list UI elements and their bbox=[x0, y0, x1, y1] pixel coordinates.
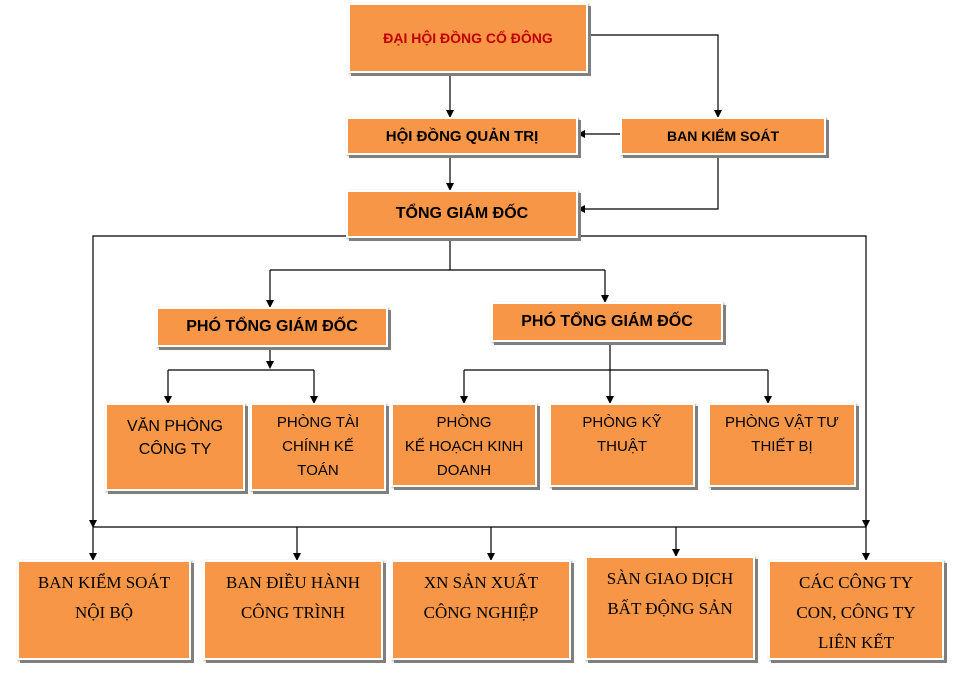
department-line: PHÒNG VẬT TƯ bbox=[725, 414, 839, 431]
unit-line: SÀN GIAO DỊCH bbox=[606, 569, 734, 588]
unit-line: NỘI BỘ bbox=[74, 603, 134, 622]
supervisory-label: BAN KIỂM SOÁT bbox=[667, 128, 779, 144]
unit-box-internal-audit: BAN KIỂM SOÁT NỘI BỘ bbox=[17, 560, 191, 660]
department-box-technical: PHÒNG KỸ THUẬT bbox=[549, 403, 695, 487]
unit-line: BAN ĐIỀU HÀNH bbox=[225, 573, 361, 592]
unit-line: BAN KIỂM SOÁT bbox=[37, 573, 171, 592]
department-box-planning: PHÒNG KẾ HOẠCH KINH DOANH bbox=[391, 403, 537, 487]
unit-line: CÔNG NGHIỆP bbox=[423, 603, 539, 622]
unit-line: CÔNG TRÌNH bbox=[240, 603, 346, 622]
ceo-box: TỔNG GIÁM ĐỐC bbox=[346, 190, 578, 238]
department-line: THUẬT bbox=[597, 438, 647, 455]
unit-box-affiliates: CÁC CÔNG TY CON, CÔNG TY LIÊN KẾT bbox=[768, 560, 944, 660]
department-line: TOÁN bbox=[297, 462, 339, 479]
department-line: KẾ HOẠCH KINH bbox=[404, 438, 524, 455]
department-box-office: VĂN PHÒNG CÔNG TY bbox=[105, 403, 245, 491]
department-line: PHÒNG bbox=[436, 414, 492, 431]
department-line: DOANH bbox=[436, 462, 492, 479]
unit-line: XN SẢN XUẤT bbox=[423, 573, 539, 592]
department-box-finance: PHÒNG TÀI CHÍNH KẾ TOÁN bbox=[250, 403, 386, 491]
board-label: HỘI ĐỒNG QUẢN TRỊ bbox=[385, 127, 539, 145]
deputy-director-label: PHÓ TỔNG GIÁM ĐỐC bbox=[186, 318, 358, 335]
supervisory-box: BAN KIỂM SOÁT bbox=[620, 117, 826, 155]
unit-box-industrial: XN SẢN XUẤT CÔNG NGHIỆP bbox=[391, 560, 571, 660]
board-box: HỘI ĐỒNG QUẢN TRỊ bbox=[346, 117, 578, 155]
department-line: PHÒNG KỸ bbox=[582, 414, 662, 431]
department-line: PHÒNG TÀI bbox=[276, 414, 360, 431]
unit-line: LIÊN KẾT bbox=[817, 633, 894, 652]
department-line: THIẾT BỊ bbox=[751, 438, 813, 455]
department-line: CHÍNH KẾ bbox=[282, 438, 354, 455]
unit-box-construction: BAN ĐIỀU HÀNH CÔNG TRÌNH bbox=[203, 560, 383, 660]
deputy-director-box: PHÓ TỔNG GIÁM ĐỐC bbox=[491, 302, 723, 342]
deputy-director-label: PHÓ TỔNG GIÁM ĐỐC bbox=[521, 313, 693, 330]
unit-line: CON, CÔNG TY bbox=[796, 603, 916, 622]
department-line: CÔNG TY bbox=[138, 441, 212, 458]
shareholders-label: ĐẠI HỘI ĐỒNG CỔ ĐÔNG bbox=[383, 30, 553, 46]
deputy-director-box: PHÓ TỔNG GIÁM ĐỐC bbox=[156, 307, 388, 347]
ceo-label: TỔNG GIÁM ĐỐC bbox=[395, 205, 529, 222]
shareholders-box: ĐẠI HỘI ĐỒNG CỔ ĐÔNG bbox=[348, 3, 588, 73]
unit-line: CÁC CÔNG TY bbox=[799, 573, 913, 592]
department-box-materials: PHÒNG VẬT TƯ THIẾT BỊ bbox=[708, 403, 856, 487]
unit-box-real-estate: SÀN GIAO DỊCH BẤT ĐỘNG SẢN bbox=[585, 556, 755, 660]
department-line: VĂN PHÒNG bbox=[126, 418, 223, 435]
unit-line: BẤT ĐỘNG SẢN bbox=[607, 599, 733, 618]
